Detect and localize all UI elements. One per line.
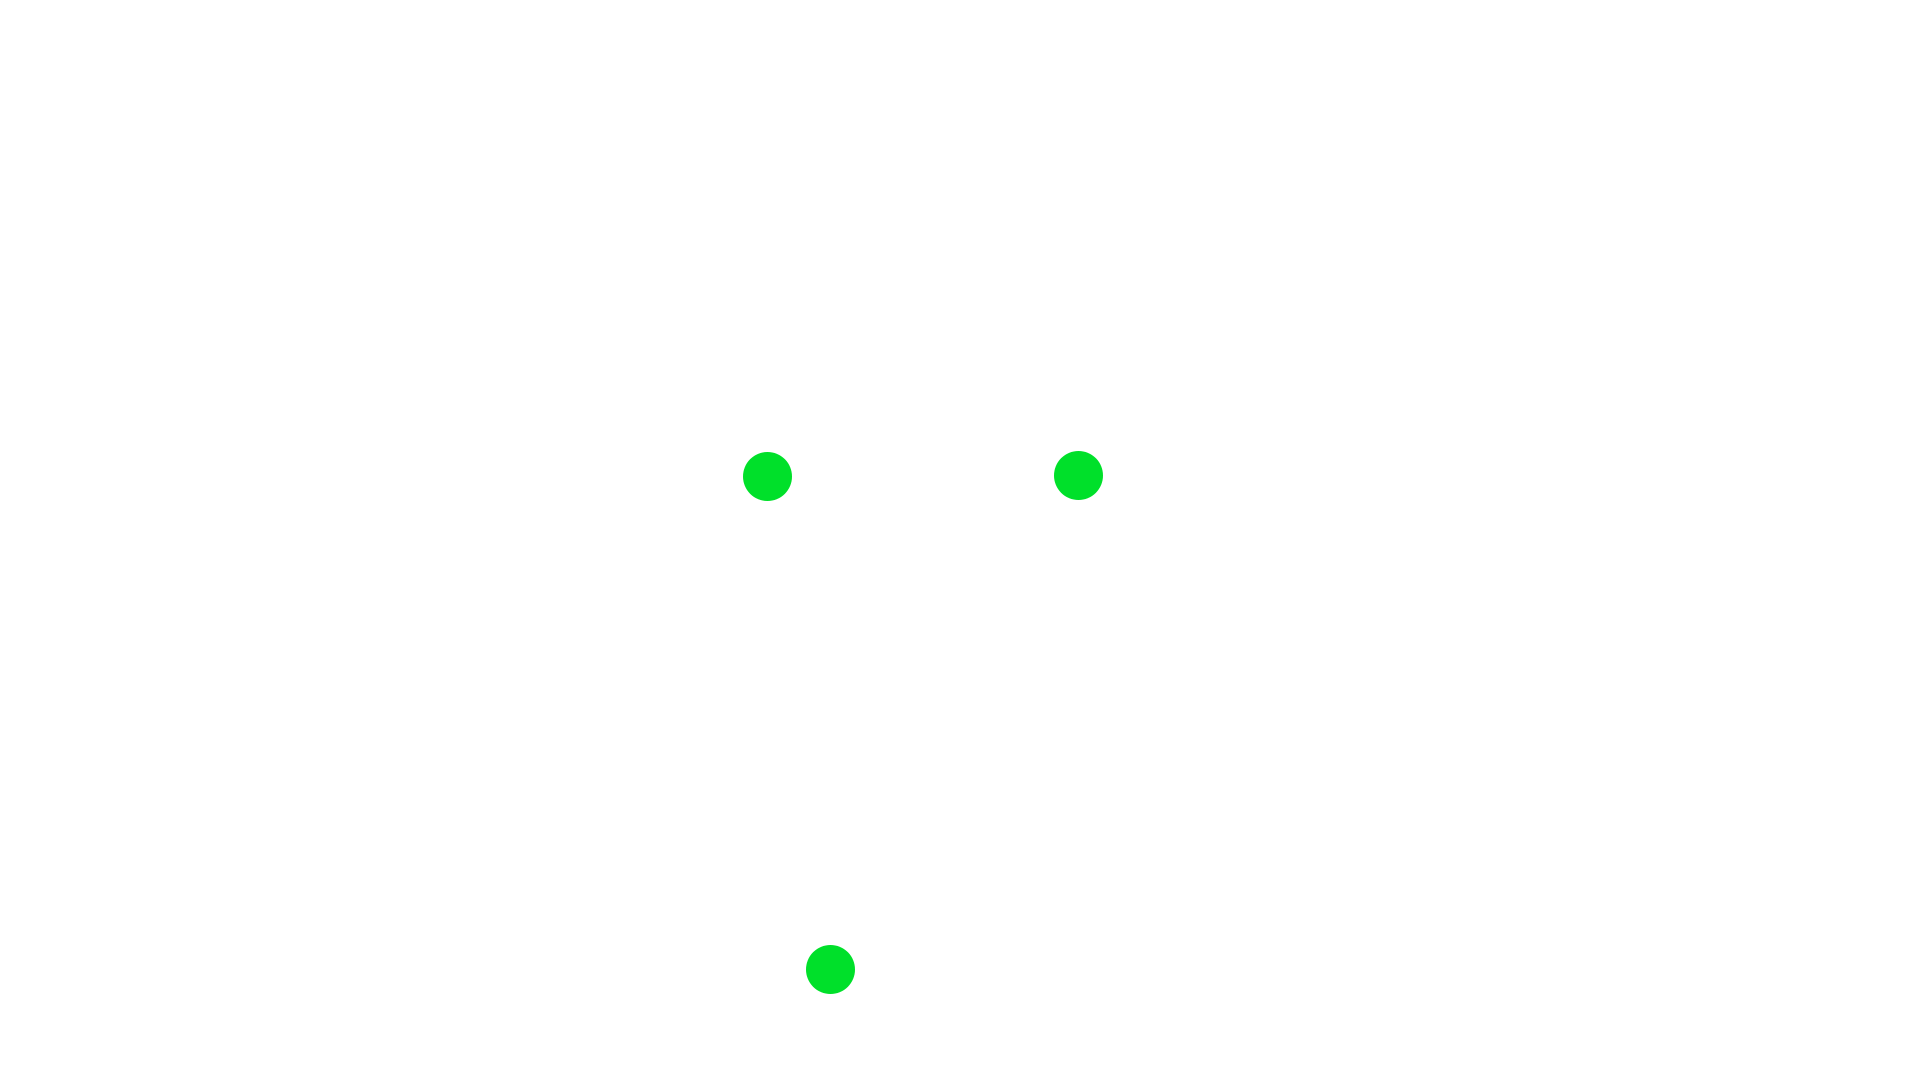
- green-dot-target-2[interactable]: [1054, 451, 1103, 500]
- green-dot-target-1[interactable]: [743, 452, 792, 501]
- green-dot-target-3[interactable]: [806, 945, 855, 994]
